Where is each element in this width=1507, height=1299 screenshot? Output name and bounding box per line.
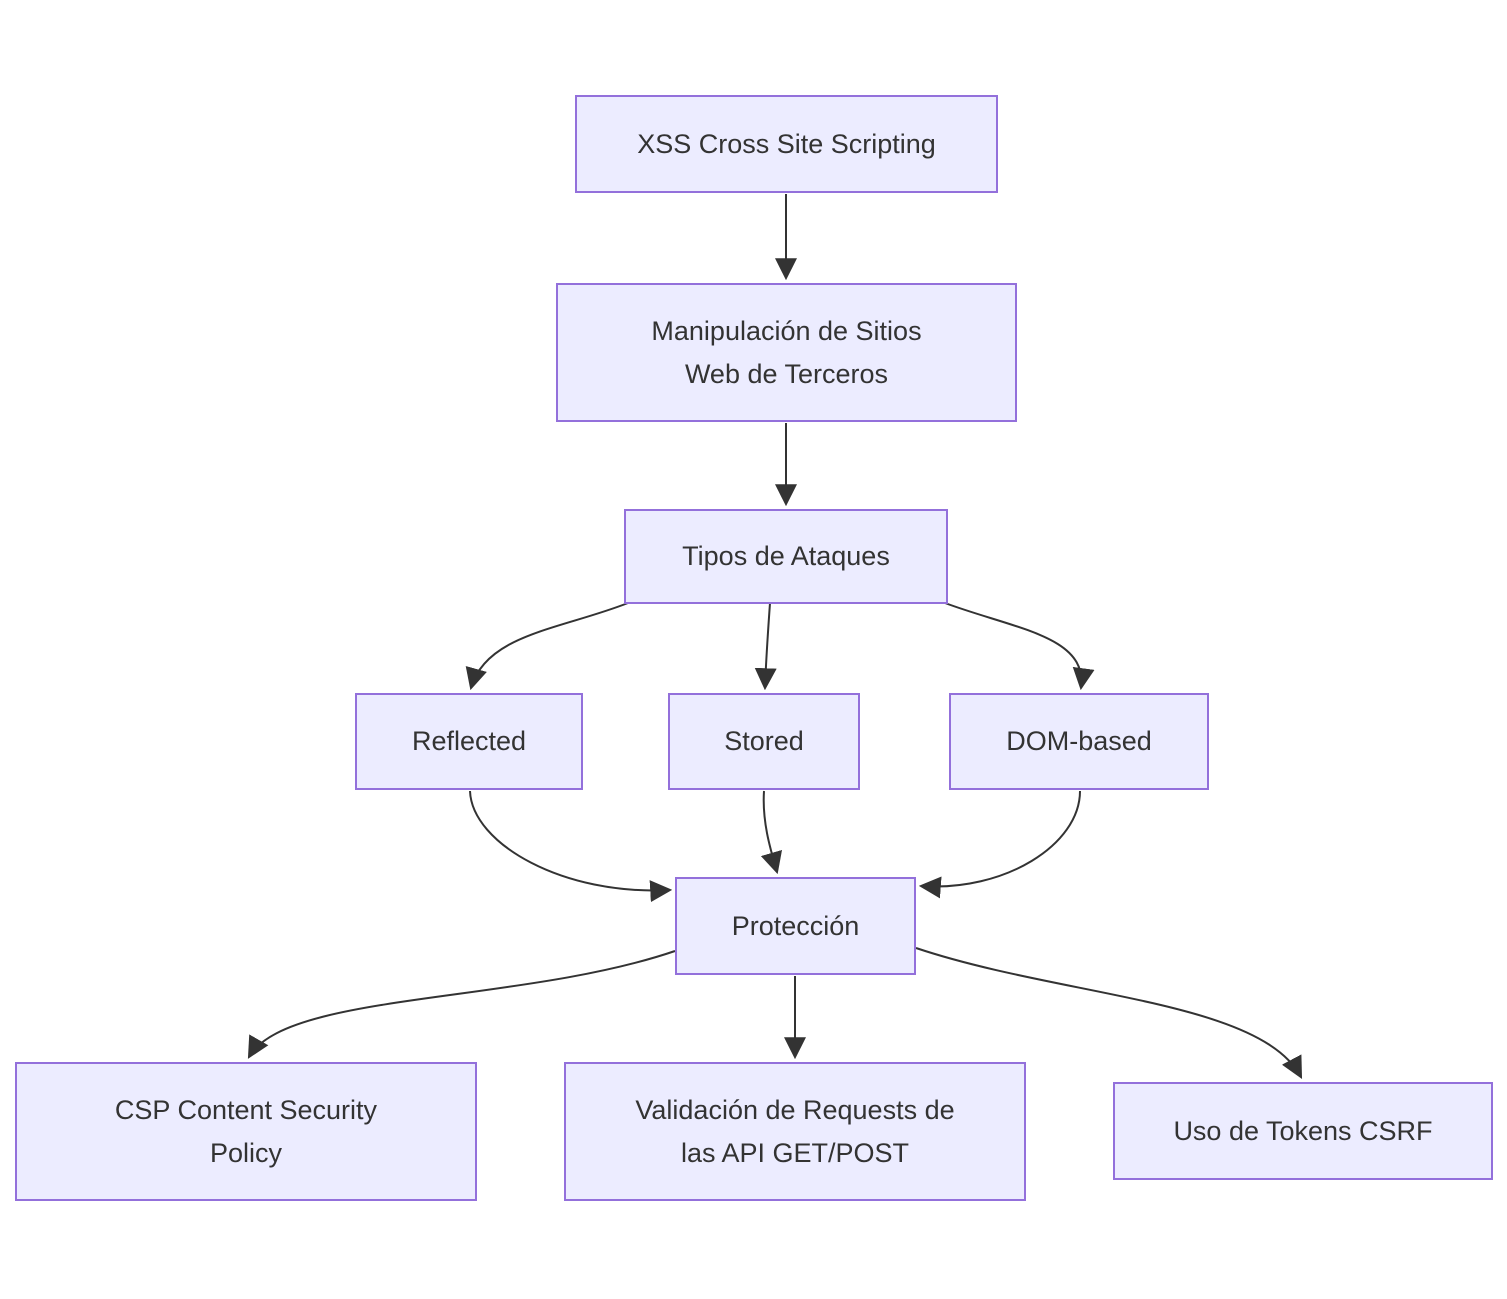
node-proteccion: Protección (675, 877, 916, 975)
node-xss: XSS Cross Site Scripting (575, 95, 998, 193)
node-validacion-line1: Validación de Requests de (635, 1094, 955, 1125)
node-validacion: Validación de Requests de las API GET/PO… (564, 1062, 1026, 1201)
edge-reflected-proteccion (469, 790, 673, 903)
node-tokens-csrf: Uso de Tokens CSRF (1113, 1082, 1493, 1180)
node-csp-line1: CSP Content Security (114, 1094, 378, 1125)
node-reflected: Reflected (355, 693, 583, 790)
edge-stored-proteccion (760, 790, 783, 875)
edge-dom-based-proteccion (918, 790, 1081, 899)
node-tipos-de-ataques: Tipos de Ataques (624, 509, 948, 604)
edge-tipos-reflected (465, 602, 629, 691)
node-dom-based: DOM-based (949, 693, 1209, 790)
node-manipulacion-line2: Web de Terceros (684, 358, 889, 389)
node-validacion-line2: las API GET/POST (680, 1137, 910, 1168)
edge-tipos-stored (754, 602, 777, 691)
node-xss-label: XSS Cross Site Scripting (637, 128, 936, 159)
node-tokens-csrf-label: Uso de Tokens CSRF (1173, 1115, 1433, 1146)
node-stored-label: Stored (724, 726, 804, 756)
node-csp-line2: Policy (209, 1137, 283, 1168)
node-tipos-label: Tipos de Ataques (682, 541, 890, 571)
node-dom-based-label: DOM-based (1006, 726, 1152, 756)
node-reflected-label: Reflected (411, 726, 527, 756)
node-proteccion-label: Protección (731, 910, 860, 941)
edge-proteccion-tokens-csrf (915, 947, 1303, 1079)
edge-proteccion-csp (247, 950, 676, 1059)
node-stored: Stored (668, 693, 860, 790)
node-manipulacion-line1: Manipulación de Sitios (651, 315, 922, 346)
node-manipulacion: Manipulación de Sitios Web de Terceros (556, 283, 1017, 422)
node-csp: CSP Content Security Policy (15, 1062, 477, 1201)
edge-tipos-dom-based (944, 602, 1095, 691)
